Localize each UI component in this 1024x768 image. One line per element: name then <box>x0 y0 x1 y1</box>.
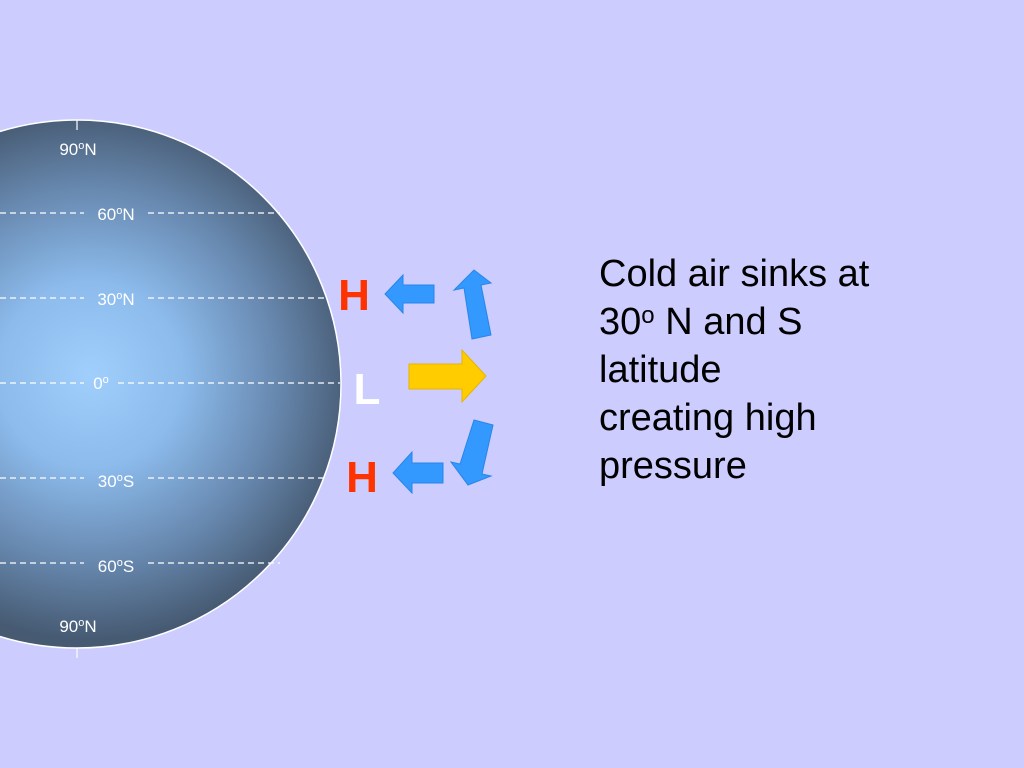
caption-line-4: creating high <box>599 397 817 439</box>
latitude-label-30n: 30oN <box>97 290 134 309</box>
latitude-label-90n-bottom: 90oN <box>59 617 96 636</box>
rising-air-arrow <box>408 348 487 404</box>
caption-line-5: pressure <box>599 445 747 487</box>
globe-disk <box>0 119 342 649</box>
latitude-label-90n-top: 90oN <box>59 140 96 159</box>
latitude-label-60n: 60oN <box>97 205 134 224</box>
caption-line-2: 30o N and S <box>599 298 979 346</box>
northern-sinking-arrow <box>384 273 435 315</box>
caption-hemispheres: N and S <box>654 301 803 343</box>
northern-upward-arrow <box>452 269 493 340</box>
caption-degree-mark: o <box>641 302 655 329</box>
latitude-label-60s: 60oS <box>98 557 134 576</box>
latitude-lines <box>0 212 340 564</box>
latitude-label-30s: 30oS <box>98 472 134 491</box>
southern-sinking-arrow <box>392 450 444 495</box>
air-flow-arrows <box>384 269 494 495</box>
caption-line-3: latitude <box>599 349 722 391</box>
caption-latitude-value: 30 <box>599 301 642 343</box>
high-pressure-south-label: H <box>346 453 378 502</box>
latitude-label-equator: 0o <box>93 374 109 393</box>
low-pressure-equator-label: L <box>354 365 381 414</box>
southern-downward-arrow <box>449 419 494 486</box>
globe: 90oN 60oN 30oN 0o 30oS 60oS 90oN <box>0 119 342 658</box>
caption-text: Cold air sinks at 30o N and S latitude c… <box>599 250 979 490</box>
high-pressure-north-label: H <box>338 271 370 320</box>
caption-line-1: Cold air sinks at <box>599 253 870 295</box>
